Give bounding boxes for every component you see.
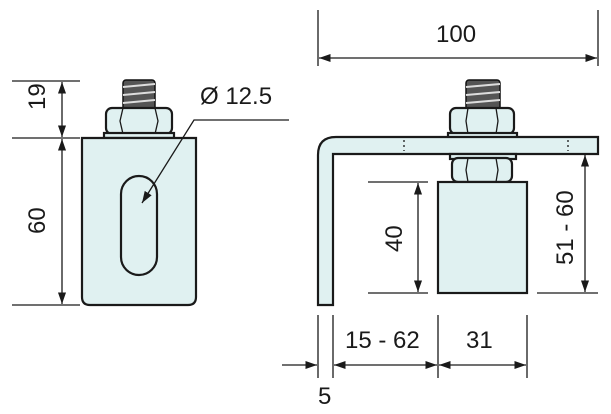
- dim-60-label: 60: [24, 207, 51, 234]
- dimension-diameter: Ø 12.5: [141, 83, 289, 204]
- front-view: 100 40 51 - 60: [282, 10, 600, 410]
- dim-31-label: 31: [466, 327, 493, 354]
- dim-51-60-label: 51 - 60: [552, 190, 579, 265]
- dimension-60: 60: [12, 139, 80, 306]
- bottom-dimensions: 15 - 62 31 5: [282, 315, 528, 410]
- bolt-thread: [465, 79, 501, 111]
- slot: [119, 174, 159, 277]
- dimension-19: 19: [12, 80, 80, 139]
- guide-block: [436, 180, 529, 295]
- hex-nut: [104, 106, 174, 136]
- dimension-100: 100: [317, 10, 599, 66]
- dim-100-label: 100: [436, 21, 476, 48]
- dim-diameter-label: Ø 12.5: [200, 83, 272, 110]
- dimension-51-60: 51 - 60: [537, 155, 598, 294]
- dim-5-label: 5: [318, 383, 331, 410]
- dim-19-label: 19: [24, 83, 51, 110]
- bolt-thread: [122, 79, 156, 111]
- upper-nut: [448, 106, 516, 136]
- lower-nut: [450, 156, 514, 184]
- dim-40-label: 40: [381, 225, 408, 252]
- dimension-40: 40: [368, 181, 428, 294]
- side-view: 19 60 Ø 12.5: [12, 79, 289, 307]
- dim-15-62-label: 15 - 62: [345, 327, 420, 354]
